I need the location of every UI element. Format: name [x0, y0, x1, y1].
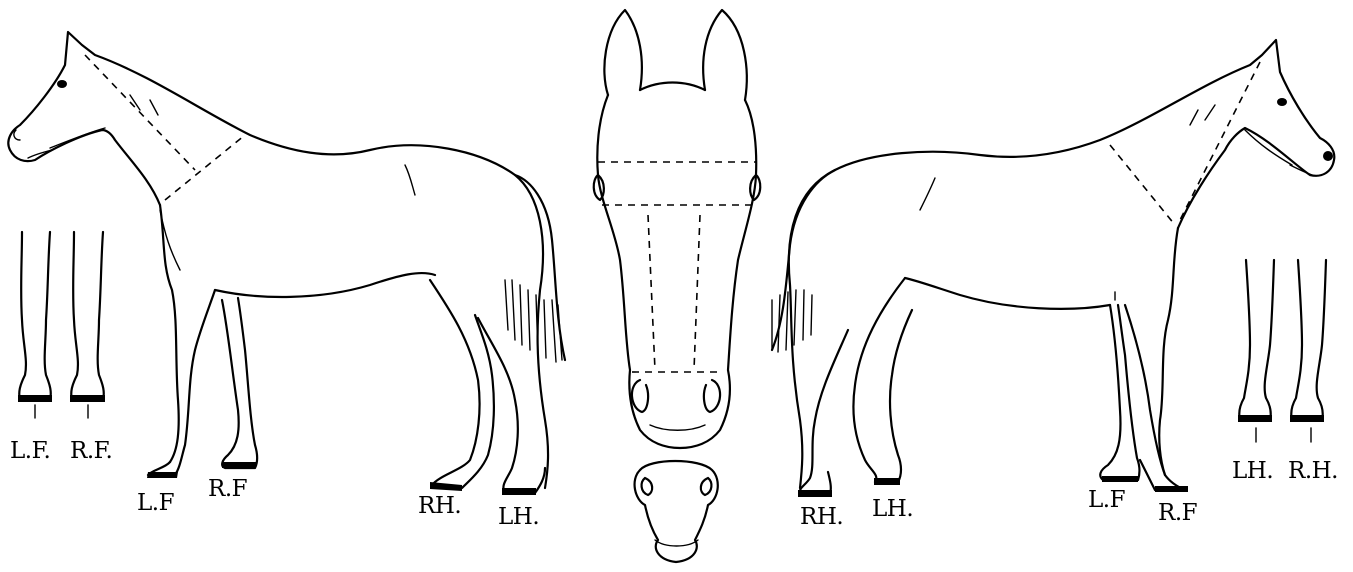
label-right-detail-right-hind: R.H.: [1288, 460, 1338, 483]
label-right-view-right-fore: R.F: [1158, 502, 1197, 525]
right-hind-legs-detail: [1238, 260, 1326, 442]
label-left-detail-right-fore: R.F.: [70, 440, 112, 463]
label-right-view-right-hind: RH.: [800, 506, 843, 529]
label-right-view-left-fore: L.F: [1088, 489, 1125, 512]
horse-left-side-view: [8, 32, 565, 495]
horse-right-side-view: [772, 40, 1334, 497]
left-fore-legs-detail: [18, 232, 105, 418]
label-left-detail-left-fore: L.F.: [10, 440, 50, 463]
label-left-view-left-hind: LH.: [498, 506, 539, 529]
label-left-view-right-fore: R.F: [208, 478, 247, 501]
label-left-view-left-fore: L.F: [137, 492, 174, 515]
head-front-view: [594, 10, 761, 448]
muzzle-bottom-view: [635, 461, 718, 562]
label-left-view-right-hind: RH.: [418, 495, 461, 518]
label-right-view-left-hind: LH.: [872, 498, 913, 521]
label-right-detail-left-hind: LH.: [1232, 460, 1273, 483]
